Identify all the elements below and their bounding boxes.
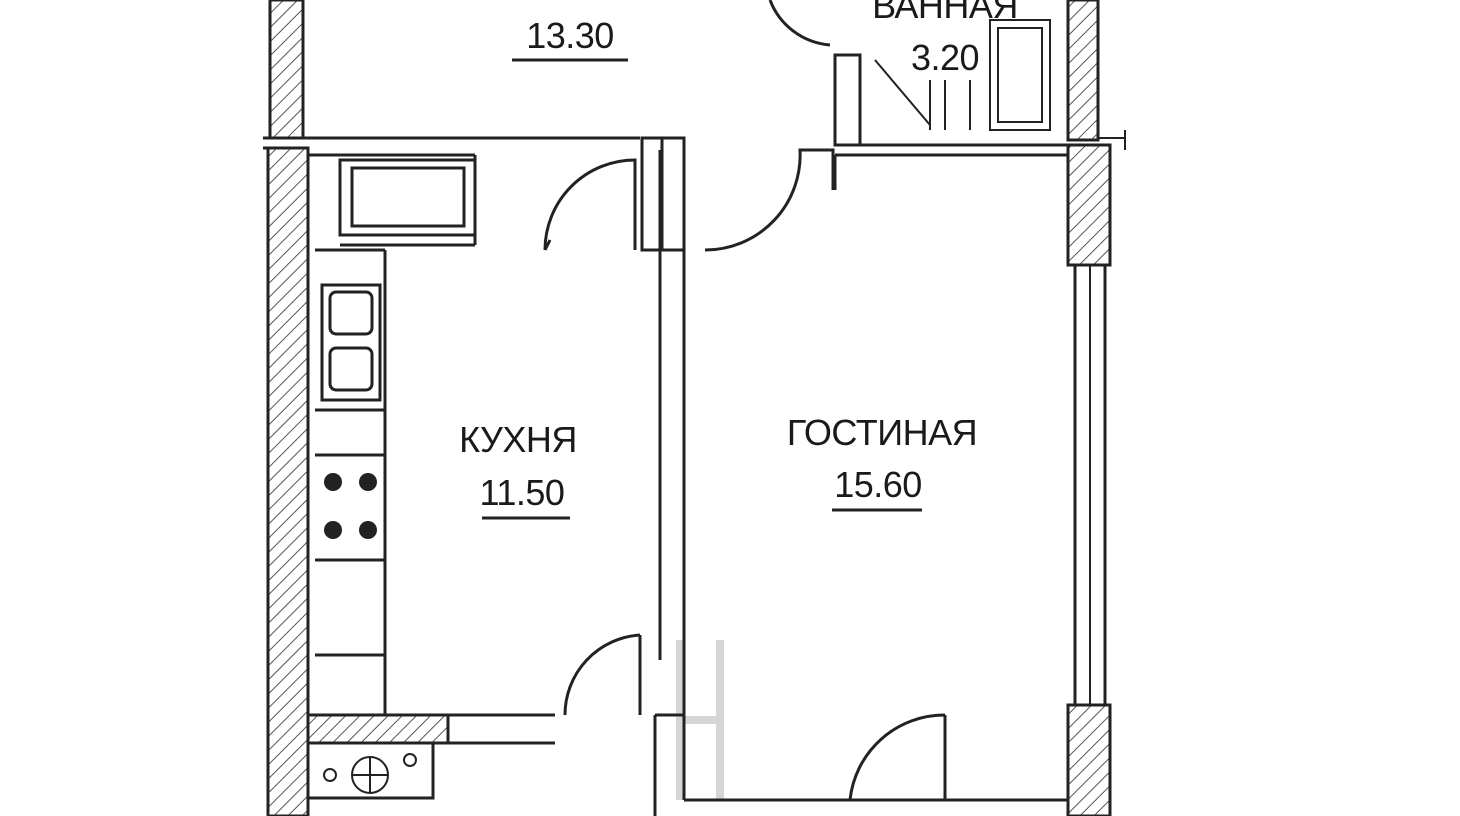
living-room-name: ГОСТИНАЯ: [787, 412, 977, 453]
watermark: [676, 640, 724, 800]
walls: [263, 0, 1126, 816]
living-room-area: 15.60: [834, 464, 922, 505]
room-labels: 13.30 ВАННАЯ 3.20 КУХНЯ 11.50 ГОСТИНАЯ 1…: [459, 0, 1018, 520]
kitchen-fixtures: [308, 153, 477, 715]
doors: [543, 0, 947, 801]
bathroom-area: 3.20: [911, 37, 979, 78]
bathroom-fixtures: [874, 19, 1051, 131]
boiler: [323, 753, 417, 794]
bathroom-name: ВАННАЯ: [872, 0, 1018, 26]
top-room-area: 13.30: [526, 15, 614, 56]
kitchen-area: 11.50: [480, 472, 565, 513]
kitchen-name: КУХНЯ: [459, 419, 577, 460]
stove-burners: [324, 473, 377, 539]
